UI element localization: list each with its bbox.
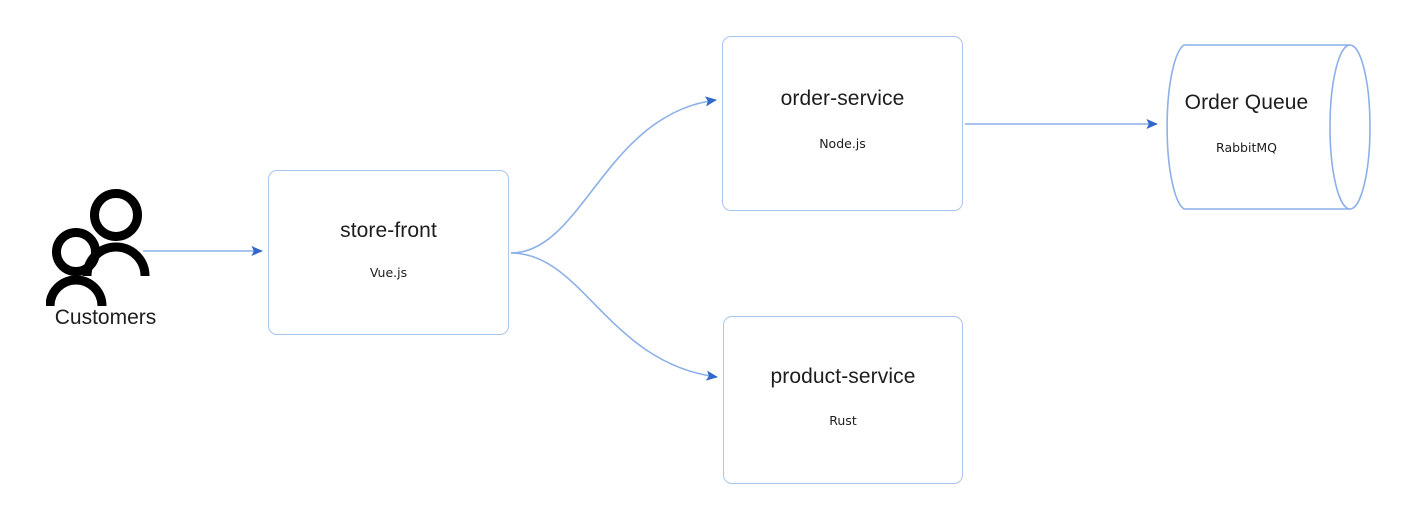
node-order-queue-title: Order Queue [1184,91,1309,115]
node-store-front-title: store-front [340,219,437,243]
actor-customers-label: Customers [54,306,157,329]
edge-store-front-to-order-service [510,96,717,254]
node-product-service-subtitle: Rust [829,412,857,428]
node-order-service[interactable]: order-service Node.js [722,36,963,211]
node-product-service[interactable]: product-service Rust [723,316,963,484]
two-people-icon [45,188,166,307]
node-product-service-title: product-service [770,364,916,388]
node-store-front[interactable]: store-front Vue.js [268,170,509,335]
node-store-front-subtitle: Vue.js [369,265,408,281]
node-order-queue-subtitle: RabbitMQ [1216,140,1277,156]
node-order-queue[interactable]: Order Queue RabbitMQ [1163,44,1371,210]
node-order-service-subtitle: Node.js [819,135,866,151]
node-order-service-title: order-service [780,86,905,110]
edge-store-front-to-product-service [510,252,718,381]
cylinder-shape [1166,44,1371,210]
actor-customers[interactable]: Customers [38,188,173,338]
